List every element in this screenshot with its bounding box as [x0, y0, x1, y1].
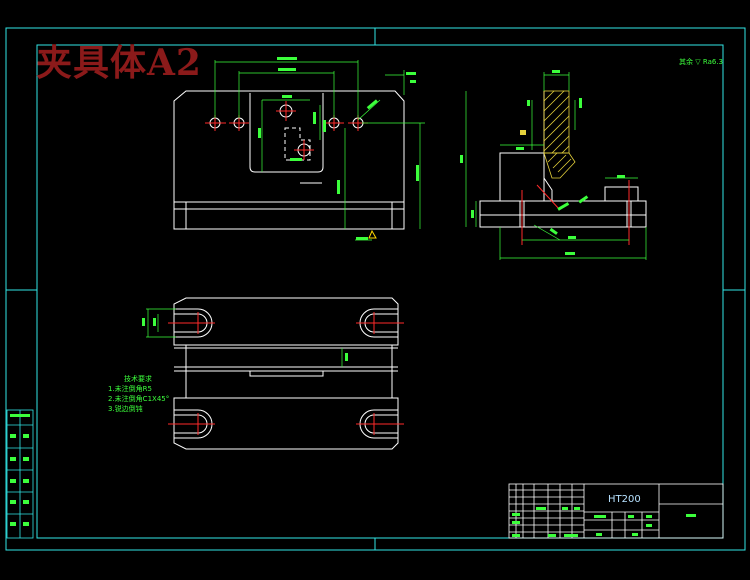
drawing-title: 夹具体A2: [36, 42, 202, 84]
roughness-value: Ra6.3: [702, 58, 723, 66]
roughness-symbol-icon: ▽: [695, 58, 701, 66]
technical-requirement-item: 2.未注倒角C1X45°: [108, 395, 170, 403]
front-view-dim-texts: [258, 57, 419, 240]
datum-triangle: [368, 229, 377, 239]
material-label: HT200: [608, 494, 641, 505]
technical-requirements: 技术要求 1.未注倒角R5 2.未注倒角C1X45° 3.锐边倒钝: [108, 374, 169, 414]
side-view-symbol: [520, 130, 526, 135]
drawing-border: [5, 27, 746, 551]
roughness-note: 其余 ▽ Ra6.3: [679, 57, 723, 67]
front-view-dimensions: [214, 60, 425, 241]
top-view-slots: [174, 308, 398, 439]
roughness-label: 其余: [679, 58, 693, 66]
front-view-centerlines: [205, 101, 368, 160]
side-view-dim-texts: [460, 70, 625, 255]
top-view-dimensions: [146, 308, 343, 367]
front-view: [173, 90, 405, 230]
technical-requirements-heading: 技术要求: [124, 375, 152, 383]
title-block-labels: [512, 507, 696, 537]
side-view-hatch: [543, 90, 576, 179]
top-view-dim-texts: [142, 318, 348, 361]
top-view: [173, 297, 399, 450]
side-view-centerlines: [521, 180, 630, 245]
side-stamp-table: [6, 409, 34, 539]
side-view-dimensions: [465, 72, 647, 260]
technical-requirement-item: 1.未注倒角R5: [108, 385, 152, 393]
title-block: [508, 483, 724, 539]
technical-requirement-item: 3.锐边倒钝: [108, 405, 143, 413]
top-view-centerlines: [168, 312, 404, 435]
side-stamp-marks: [10, 414, 30, 526]
